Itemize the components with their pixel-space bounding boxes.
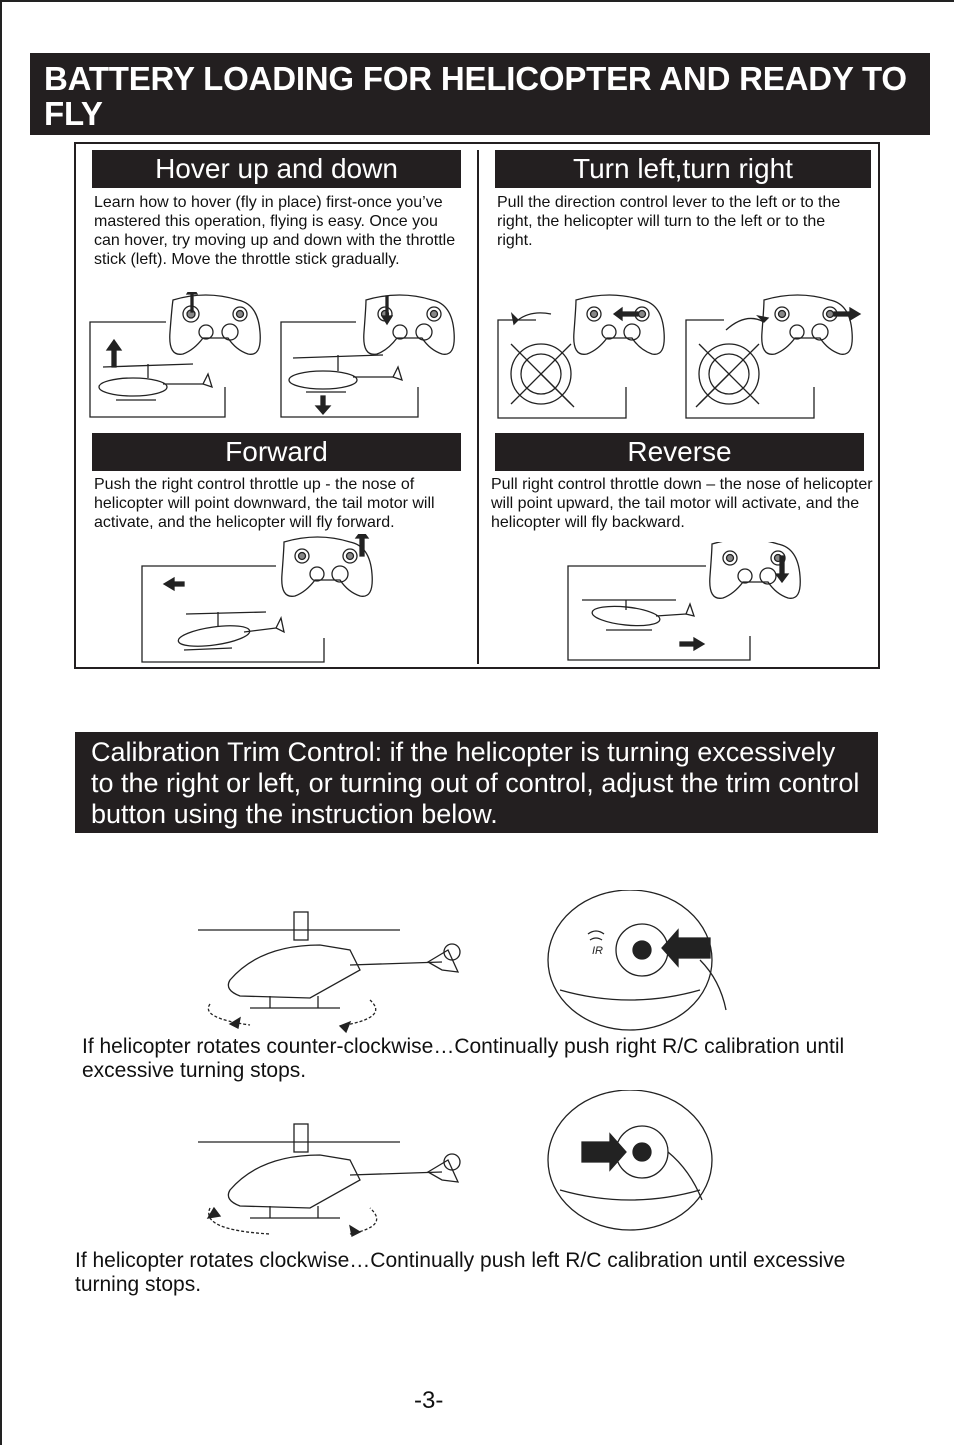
- column-divider: [477, 150, 479, 664]
- reverse-text: Pull right control throttle down – the n…: [491, 476, 873, 531]
- calibration-heading-bar: Calibration Trim Control: if the helicop…: [75, 732, 878, 833]
- reverse-illustration: [567, 542, 801, 661]
- forward-illustration: [141, 534, 373, 663]
- flight-instructions-box: Hover up and down Learn how to hover (fl…: [74, 142, 880, 669]
- hover-heading: Hover up and down: [92, 150, 461, 188]
- hover-text: Learn how to hover (fly in place) first-…: [94, 194, 456, 268]
- ccw-caption: If helicopter rotates counter-clockwise……: [82, 1035, 845, 1082]
- forward-text: Push the right control throttle up - the…: [94, 476, 435, 531]
- calibration-heading: Calibration Trim Control: if the helicop…: [91, 737, 860, 829]
- calibration-cw-illustration: [198, 1090, 713, 1237]
- page-number: -3-: [414, 1387, 444, 1414]
- ir-label: IR: [592, 945, 603, 957]
- forward-heading: Forward: [92, 433, 461, 471]
- page-title: BATTERY LOADING FOR HELICOPTER AND READY…: [44, 60, 907, 132]
- turn-text: Pull the direction control lever to the …: [497, 194, 841, 249]
- calibration-ccw-illustration: IR: [198, 890, 727, 1034]
- turn-heading: Turn left,turn right: [495, 150, 871, 188]
- cw-caption: If helicopter rotates clockwise…Continua…: [75, 1249, 846, 1296]
- turn-illustration: [497, 294, 862, 419]
- reverse-heading: Reverse: [495, 433, 864, 471]
- hover-illustration: [89, 292, 455, 418]
- title-bar: BATTERY LOADING FOR HELICOPTER AND READY…: [30, 53, 930, 135]
- page-frame-left: [0, 0, 2, 1445]
- page-frame-top: [0, 0, 954, 2]
